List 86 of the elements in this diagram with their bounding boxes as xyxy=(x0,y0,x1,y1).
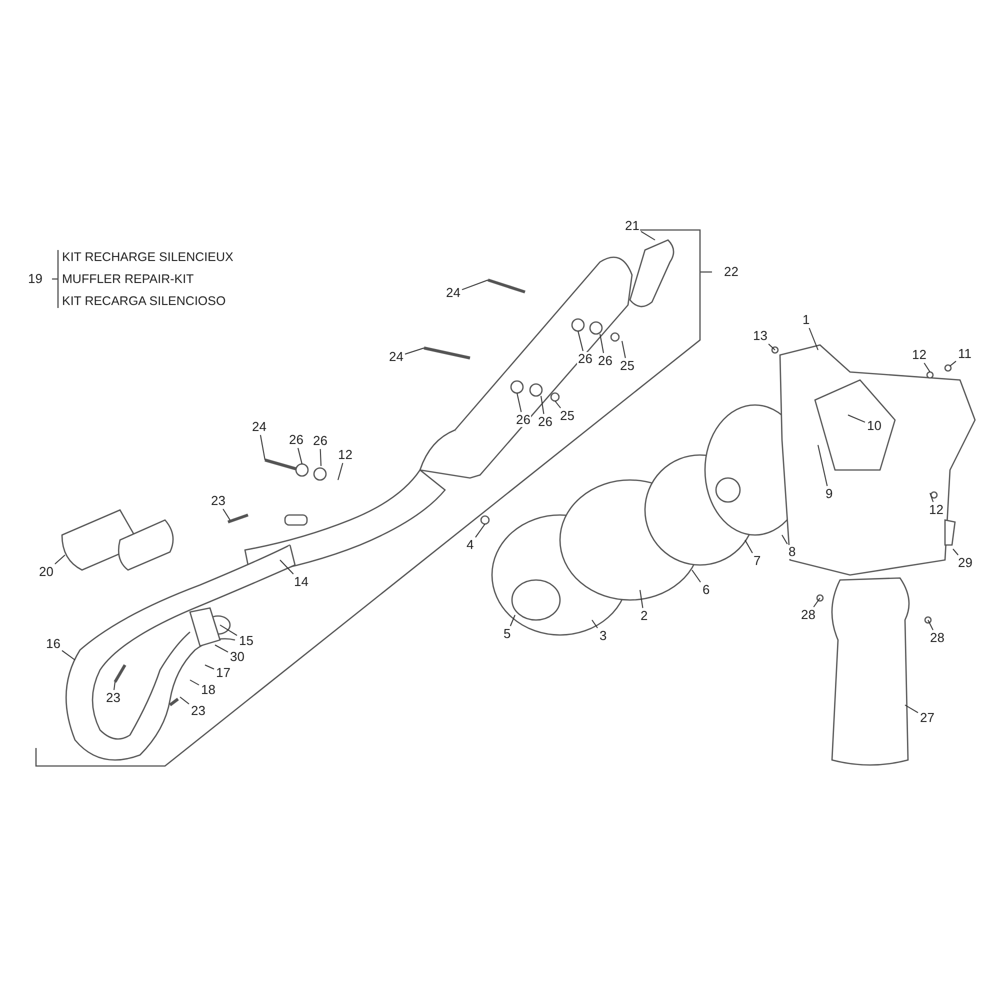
callout-number: 23 xyxy=(210,494,226,508)
callout-number: 27 xyxy=(919,711,936,725)
leader-line xyxy=(904,704,918,714)
leader-line xyxy=(190,680,200,686)
leader-line xyxy=(813,598,820,608)
leader-line xyxy=(930,492,934,502)
leader-line xyxy=(510,614,516,626)
leader-line xyxy=(404,348,424,355)
callout-number: 26 xyxy=(597,354,614,368)
leader-line xyxy=(578,330,584,352)
leader-line xyxy=(592,620,598,628)
callout-number: 26 xyxy=(577,352,594,366)
leader-line xyxy=(924,362,930,372)
callout-number: 4 xyxy=(466,538,475,552)
part-description: MUFFLER REPAIR-KIT xyxy=(62,272,194,286)
callout-number: 18 xyxy=(200,683,216,697)
callout-number: 21 xyxy=(624,219,640,233)
leader-line xyxy=(692,570,701,583)
part-description: KIT RECHARGE SILENCIEUX xyxy=(62,250,234,264)
callout-number: 20 xyxy=(38,565,54,579)
leader-line xyxy=(462,280,488,290)
callout-number: 12 xyxy=(911,348,928,362)
leader-line xyxy=(554,400,562,408)
leader-line xyxy=(744,540,753,554)
callout-number: 11 xyxy=(957,347,972,361)
leader-line xyxy=(62,650,76,660)
leader-line xyxy=(818,444,828,486)
leader-line xyxy=(782,534,788,544)
callout-number: 26 xyxy=(515,413,532,427)
leader-line xyxy=(214,644,228,653)
callout-number: 10 xyxy=(866,419,882,433)
item-number: 22 xyxy=(724,265,738,279)
callout-number: 13 xyxy=(752,329,768,343)
callout-number: 24 xyxy=(251,420,268,434)
leader-line xyxy=(516,392,522,412)
leader-line xyxy=(54,554,66,564)
callout-number: 26 xyxy=(537,415,554,429)
callout-number: 29 xyxy=(957,556,974,570)
leader-line xyxy=(475,524,486,538)
callout-number: 23 xyxy=(190,704,206,718)
leader-line xyxy=(298,448,302,464)
callout-number: 28 xyxy=(800,608,816,622)
callout-number: 7 xyxy=(752,554,762,568)
item-number: 19 xyxy=(28,272,42,286)
leader-line xyxy=(808,328,818,350)
leader-line xyxy=(220,624,238,636)
callout-number: 12 xyxy=(928,503,944,517)
callout-number: 1 xyxy=(802,313,811,327)
leader-line xyxy=(320,448,322,466)
leader-line xyxy=(622,340,626,358)
callout-number: 28 xyxy=(929,631,946,645)
leader-line xyxy=(952,548,959,556)
leader-line xyxy=(640,230,656,240)
leader-line xyxy=(950,360,956,366)
leader-line xyxy=(768,344,776,350)
callout-number: 17 xyxy=(215,666,232,680)
leader-line xyxy=(928,620,934,630)
leader-line xyxy=(600,334,604,354)
callout-number: 23 xyxy=(105,691,122,705)
leader-line xyxy=(260,434,266,460)
callout-number: 30 xyxy=(229,650,246,664)
part-description: KIT RECARGA SILENCIOSO xyxy=(62,294,226,308)
callout-number: 2 xyxy=(640,609,649,623)
callout-number: 3 xyxy=(598,629,608,643)
callout-number: 26 xyxy=(312,434,328,448)
callout-number: 14 xyxy=(293,575,310,589)
callout-number: 24 xyxy=(388,350,404,364)
leader-line xyxy=(640,590,644,608)
callout-number: 5 xyxy=(502,627,512,641)
callout-number: 25 xyxy=(619,359,636,373)
callout-number: 15 xyxy=(238,634,254,648)
leader-line xyxy=(222,508,230,520)
callout-number: 6 xyxy=(702,583,711,597)
callout-number: 8 xyxy=(788,545,797,559)
leader-line xyxy=(204,664,214,670)
callout-number: 16 xyxy=(45,637,62,651)
callout-number: 12 xyxy=(337,448,354,462)
leader-line xyxy=(180,696,190,704)
callout-number: 26 xyxy=(288,433,304,447)
callout-number: 25 xyxy=(559,409,576,423)
leader-line xyxy=(114,682,116,690)
leader-line xyxy=(280,560,294,574)
leader-line xyxy=(338,462,344,480)
callout-number: 24 xyxy=(445,286,462,300)
leader-line xyxy=(848,414,866,423)
leader-line xyxy=(540,396,544,414)
